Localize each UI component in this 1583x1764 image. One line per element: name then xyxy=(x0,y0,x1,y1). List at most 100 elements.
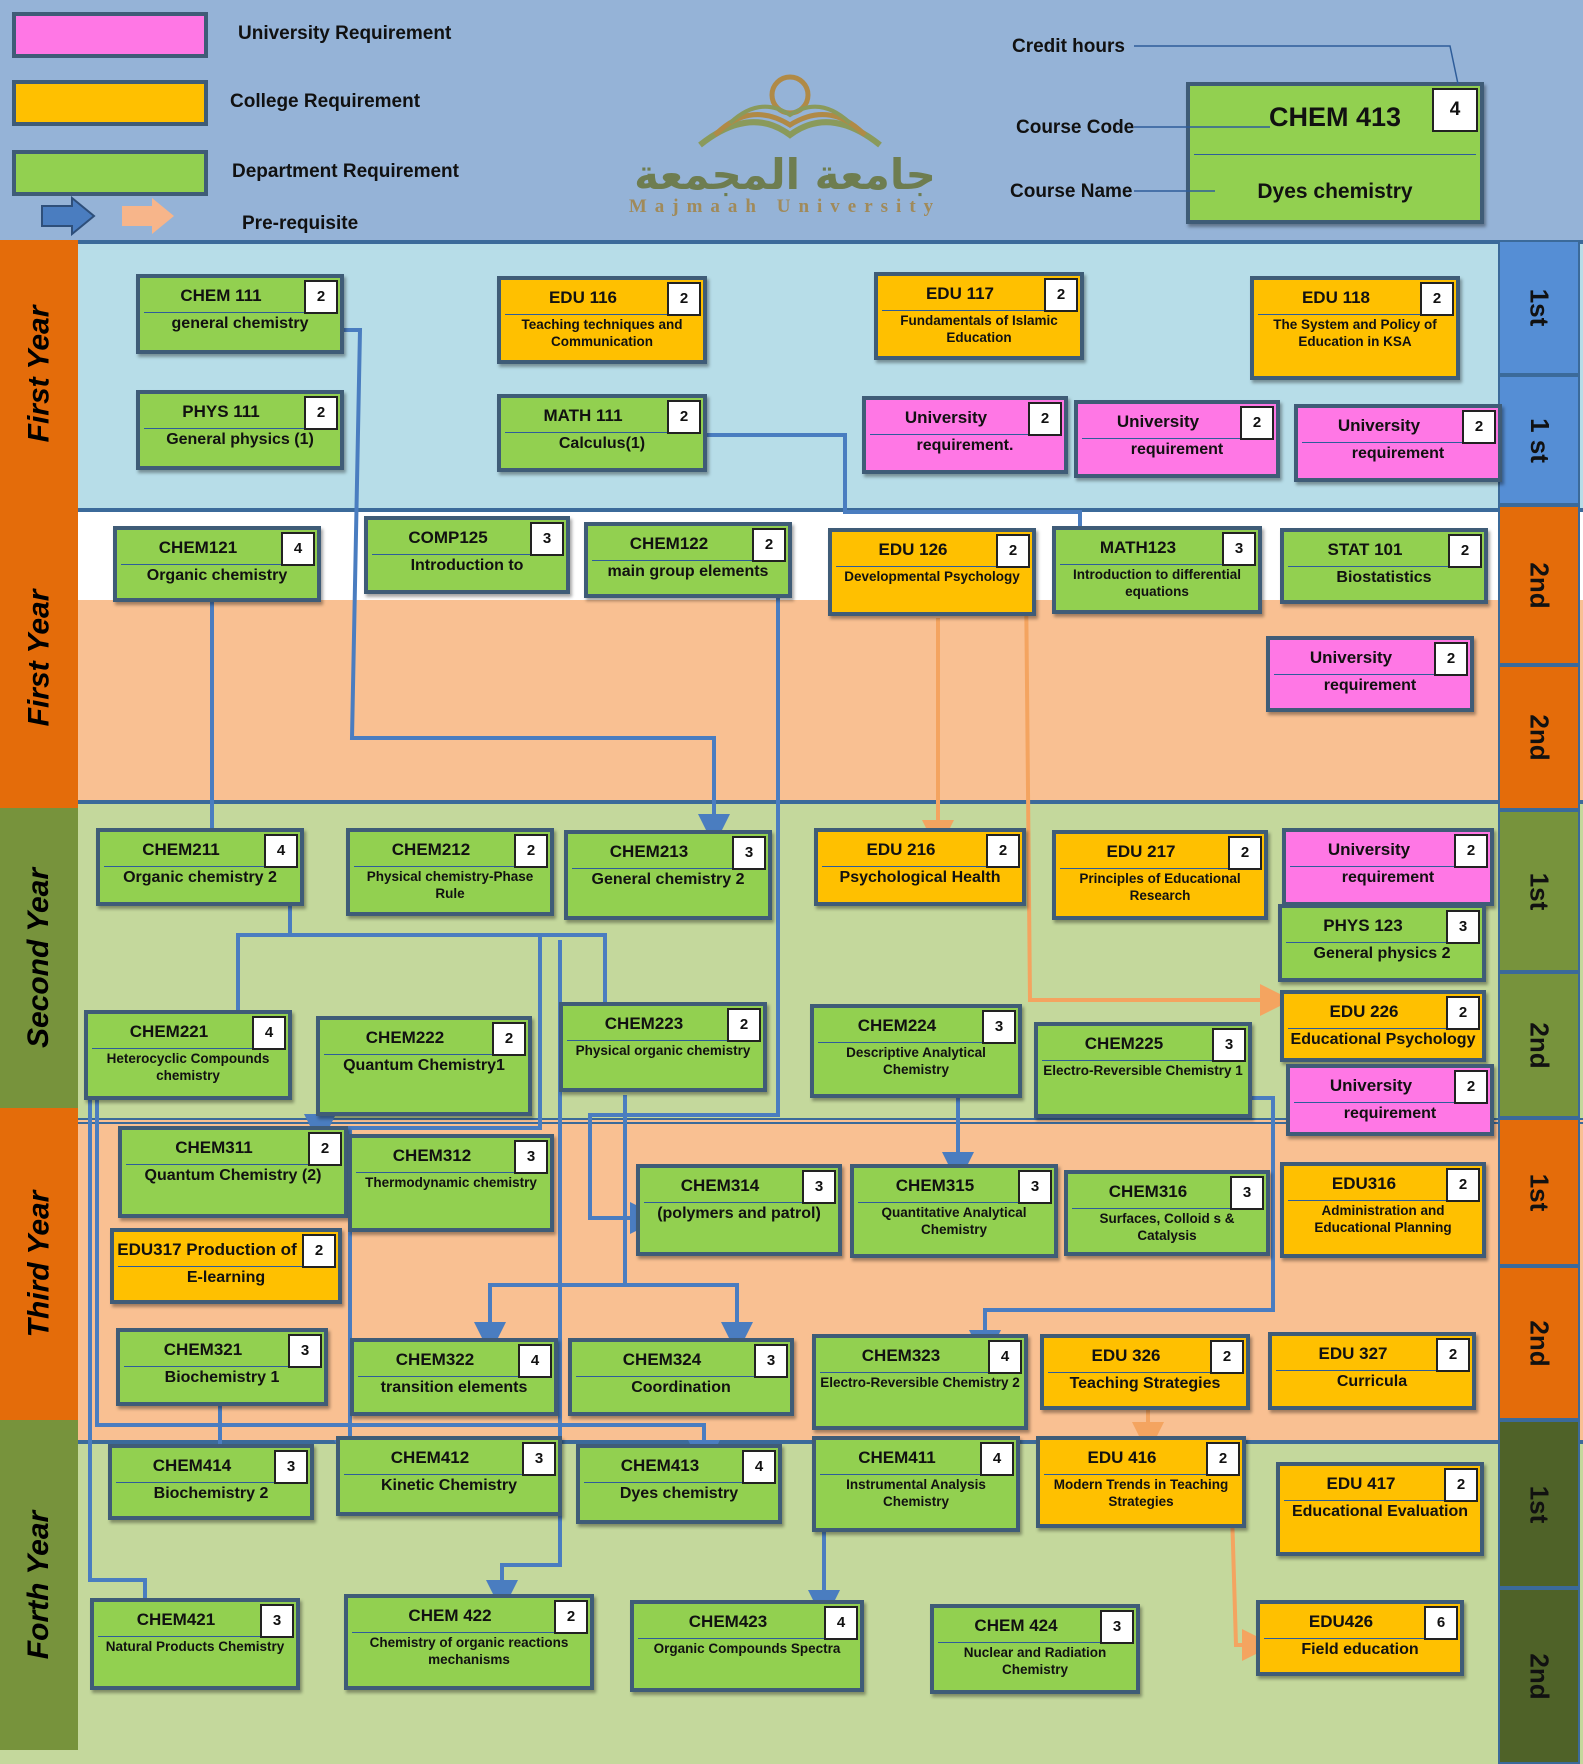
course-credits: 3 xyxy=(1230,1176,1264,1210)
key-sample-course-box: CHEM 413 Dyes chemistry 4 xyxy=(1186,82,1484,224)
course-code: CHEM225 xyxy=(1084,1034,1164,1053)
course-name: Curricula xyxy=(1336,1373,1408,1390)
course-credits: 2 xyxy=(667,282,701,316)
course-code: EDU 416 xyxy=(1087,1448,1157,1467)
course-code: CHEM 111 xyxy=(180,286,262,305)
semester-label-5: 1st xyxy=(1498,810,1580,972)
course-name: Organic Compounds Spectra xyxy=(653,1641,841,1656)
course-credits: 2 xyxy=(1454,1070,1488,1104)
course-name: Psychological Health xyxy=(839,869,1001,886)
course-credits: 3 xyxy=(522,1442,556,1476)
course-name: Introduction to xyxy=(410,557,524,574)
course-code: EDU 116 xyxy=(548,288,618,307)
course-credits: 4 xyxy=(281,532,315,566)
course-name: Nuclear and Radiation Chemistry xyxy=(963,1645,1107,1677)
course-name: General physics 2 xyxy=(1313,945,1451,962)
course-code: CHEM212 xyxy=(391,840,471,859)
course-name: Coordination xyxy=(631,1379,731,1396)
course-name: Modern Trends in Teaching Strategies xyxy=(1053,1477,1229,1509)
key-sample-name: Dyes chemistry xyxy=(1257,180,1413,203)
course-code: CHEM414 xyxy=(152,1456,232,1475)
course-code: CHEM421 xyxy=(136,1610,216,1629)
course-credits: 3 xyxy=(274,1450,308,1484)
course-name: Calculus(1) xyxy=(558,435,646,452)
course-credits: 4 xyxy=(824,1606,858,1640)
key-sample-code: CHEM 413 xyxy=(1268,102,1402,132)
course-credits: 4 xyxy=(988,1340,1022,1374)
course-credits: 2 xyxy=(1028,402,1062,436)
course-credits: 4 xyxy=(252,1016,286,1050)
course-credits: 4 xyxy=(980,1442,1014,1476)
course-name: Quantitative Analytical Chemistry xyxy=(881,1205,1027,1237)
semester-label-4: 2nd xyxy=(1498,665,1580,810)
course-name: transition elements xyxy=(380,1379,528,1396)
course-credits: 3 xyxy=(754,1344,788,1378)
course-credits: 2 xyxy=(1228,836,1262,870)
course-code: CHEM211 xyxy=(142,840,220,859)
year-label-second: Second Year xyxy=(0,808,78,1108)
key-course-code-label: Course Code xyxy=(1016,117,1135,138)
course-credits: 2 xyxy=(1044,278,1078,312)
course-credits: 2 xyxy=(1436,1338,1470,1372)
course-credits: 2 xyxy=(308,1132,342,1166)
course-code: CHEM315 xyxy=(895,1176,975,1195)
course-credits: 3 xyxy=(1212,1028,1246,1062)
course-name: Organic chemistry xyxy=(146,567,288,584)
course-name: General physics (1) xyxy=(166,431,314,448)
course-name: Biochemistry 2 xyxy=(153,1485,269,1502)
logo-arabic-text: جامعة المجمعة xyxy=(634,150,936,199)
semester-label-3: 2nd xyxy=(1498,505,1580,665)
course-credits: 3 xyxy=(1446,910,1480,944)
course-credits: 3 xyxy=(1018,1170,1052,1204)
course-code: COMP125 xyxy=(408,528,488,547)
course-credits: 2 xyxy=(1446,996,1480,1030)
course-code: CHEM221 xyxy=(129,1022,209,1041)
key-sample-credits: 4 xyxy=(1432,88,1478,132)
course-code: CHEM312 xyxy=(392,1146,472,1165)
course-code: University xyxy=(1337,416,1421,435)
course-credits: 3 xyxy=(732,836,766,870)
course-credits: 2 xyxy=(304,280,338,314)
course-code: CHEM413 xyxy=(620,1456,700,1475)
course-credits: 2 xyxy=(1206,1442,1240,1476)
course-name: Electro-Reversible Chemistry 1 xyxy=(1043,1063,1243,1078)
semester-label-2: 1 st xyxy=(1498,375,1580,505)
course-credits: 2 xyxy=(1420,282,1454,316)
course-name: requirement xyxy=(1343,1105,1437,1122)
university-logo-icon xyxy=(698,74,882,148)
course-credits: 2 xyxy=(514,834,548,868)
year-label-third: Third Year xyxy=(0,1108,78,1420)
course-name: requirement xyxy=(1341,869,1435,886)
key-credit-hours-label: Credit hours xyxy=(1012,36,1125,57)
course-code: EDU 327 xyxy=(1318,1344,1388,1363)
course-name: requirement xyxy=(1130,441,1224,458)
course-credits: 3 xyxy=(1222,532,1256,566)
course-code: EDU 117 xyxy=(925,284,995,303)
course-name: Biostatistics xyxy=(1336,569,1432,586)
course-code: CHEM311 xyxy=(175,1138,253,1157)
year-label-first-1: First Year xyxy=(0,240,78,508)
course-credits: 2 xyxy=(667,400,701,434)
course-name: Thermodynamic chemistry xyxy=(365,1175,537,1190)
course-credits: 2 xyxy=(302,1234,336,1268)
course-name: Principles of Educational Research xyxy=(1079,871,1241,903)
course-code: University xyxy=(1327,840,1411,859)
year-label-forth: Forth Year xyxy=(0,1420,78,1750)
course-code: CHEM316 xyxy=(1108,1182,1188,1201)
